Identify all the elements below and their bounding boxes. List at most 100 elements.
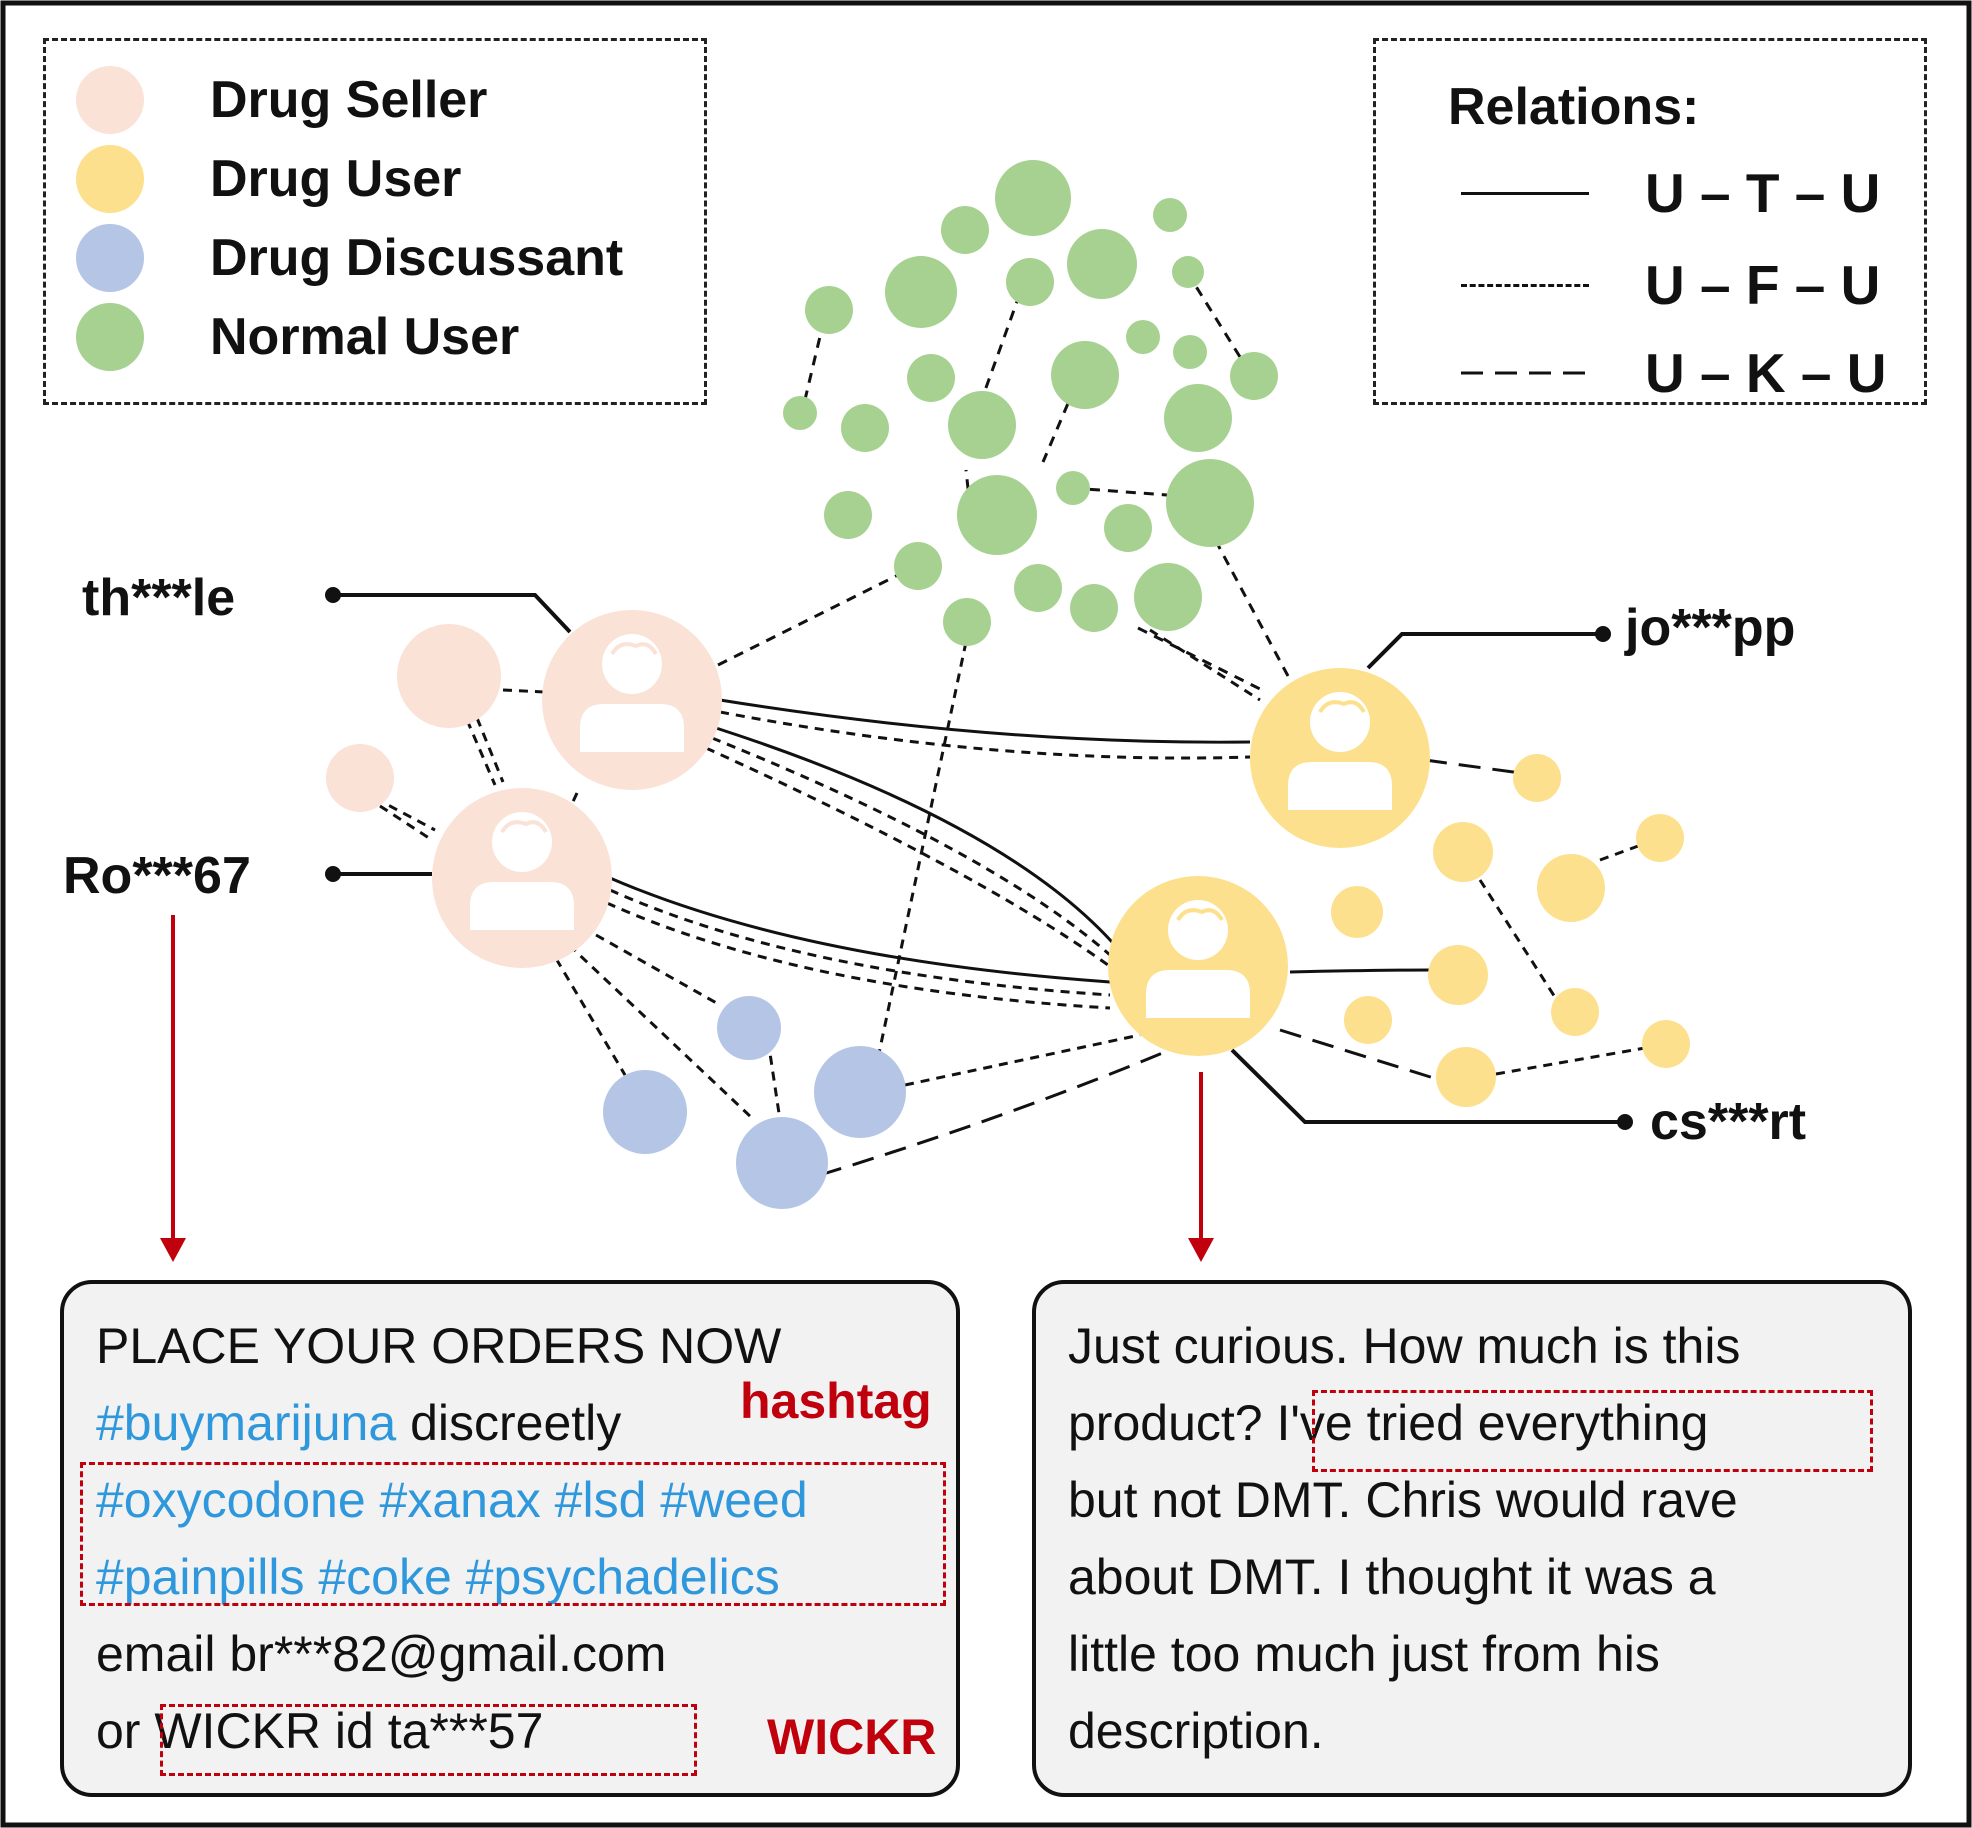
post-text-line: or WICKR id ta***57 bbox=[96, 1703, 543, 1761]
node-discussant bbox=[814, 1046, 906, 1138]
legend-swatch bbox=[76, 224, 144, 292]
edge-normal-user bbox=[1208, 529, 1290, 677]
post-text-line: description. bbox=[1068, 1703, 1324, 1759]
edges bbox=[374, 259, 1663, 1177]
node-normal bbox=[907, 354, 955, 402]
node-seller bbox=[326, 744, 394, 812]
node-discussant bbox=[717, 996, 781, 1060]
node-user bbox=[1433, 822, 1493, 882]
node-normal bbox=[1126, 320, 1160, 354]
big-node-th-le[interactable] bbox=[542, 610, 722, 790]
node-normal bbox=[1067, 229, 1137, 299]
node-normal bbox=[1006, 258, 1054, 306]
node-type-legend: Drug Seller Drug User Drug Discussant No… bbox=[43, 38, 707, 405]
legend-item-discussant: Drug Discussant bbox=[46, 224, 623, 292]
edge-utu bbox=[715, 726, 1114, 944]
legend-label: Drug User bbox=[210, 150, 462, 208]
node-normal bbox=[1051, 341, 1119, 409]
relation-line-solid bbox=[1461, 191, 1589, 195]
big-node-jo-pp[interactable] bbox=[1250, 668, 1430, 848]
hashtag-line: #painpills #coke #psychadelics bbox=[96, 1549, 780, 1605]
leader-cs-rt bbox=[1230, 1048, 1625, 1124]
edge-ufu bbox=[546, 944, 627, 1076]
node-discussant bbox=[736, 1117, 828, 1209]
hashtag-text: #buymarijuna bbox=[96, 1395, 397, 1451]
node-user bbox=[1428, 945, 1488, 1005]
node-normal bbox=[1014, 564, 1062, 612]
node-user bbox=[1331, 886, 1383, 938]
edge-ufu bbox=[766, 1039, 782, 1121]
node-user bbox=[1551, 988, 1599, 1036]
legend-label: Normal User bbox=[210, 308, 520, 366]
leader-jo-pp bbox=[1366, 632, 1603, 670]
edge-ufu bbox=[567, 943, 754, 1120]
relation-ufu: U – F – U bbox=[1461, 253, 1880, 317]
relation-line-long-dash bbox=[1461, 371, 1589, 375]
edge-ufu bbox=[711, 736, 1111, 957]
edge-normal bbox=[1185, 271, 1252, 374]
wickr-id-text: WICKR id ta***57 bbox=[154, 1703, 544, 1759]
label-user-2: cs***rt bbox=[1650, 1093, 1807, 1151]
user-post: Just curious. How much is this product? … bbox=[1032, 1280, 1912, 1797]
post-text: or bbox=[96, 1703, 155, 1759]
post-text-line: #buymarijuna discreetly bbox=[96, 1395, 621, 1453]
edge-normal bbox=[1041, 386, 1077, 463]
edge-ufu bbox=[719, 710, 1251, 760]
edge-ufu bbox=[374, 796, 436, 832]
relations-legend: Relations: U – T – U U – F – U U – K – U bbox=[1373, 38, 1927, 405]
node-normal bbox=[995, 160, 1071, 236]
legend-label: Drug Discussant bbox=[210, 229, 624, 287]
legend-item-normal: Normal User bbox=[46, 303, 519, 371]
node-user bbox=[1344, 996, 1392, 1044]
label-seller-2: Ro***67 bbox=[63, 847, 251, 905]
post-text-line: Just curious. How much is this bbox=[1068, 1318, 1741, 1374]
edge-uku bbox=[819, 1050, 1166, 1177]
node-user bbox=[1642, 1020, 1690, 1068]
relation-utu: U – T – U bbox=[1461, 161, 1880, 225]
edge-ufu bbox=[705, 746, 1109, 967]
edge-utu bbox=[1289, 968, 1433, 974]
relation-uku: U – K – U bbox=[1461, 341, 1886, 405]
label-user-1: jo***pp bbox=[1625, 599, 1796, 657]
edge-ufu bbox=[1478, 879, 1562, 1006]
seller-nodes bbox=[326, 624, 501, 812]
post-text-line: PLACE YOUR ORDERS NOW bbox=[96, 1318, 782, 1374]
leader-dots bbox=[325, 587, 1633, 1130]
edge-uku bbox=[1279, 1028, 1441, 1082]
leader-th-le bbox=[333, 593, 572, 634]
node-user bbox=[1537, 854, 1605, 922]
hashtag-line: #oxycodone #xanax #lsd #weed bbox=[96, 1472, 808, 1528]
seller-post: PLACE YOUR ORDERS NOW #buymarijuna discr… bbox=[60, 1280, 960, 1797]
relation-label: U – F – U bbox=[1645, 254, 1881, 316]
edge-ufu bbox=[1149, 628, 1261, 702]
big-node-ro-67[interactable] bbox=[432, 788, 612, 968]
edge-ufu bbox=[876, 641, 968, 1059]
big-node-cs-rt[interactable] bbox=[1108, 876, 1288, 1056]
edge-ufu bbox=[595, 933, 721, 1007]
edge-normal-user bbox=[1137, 626, 1263, 692]
node-normal bbox=[885, 256, 957, 328]
legend-swatch bbox=[76, 145, 144, 213]
hashtag-annotation: hashtag bbox=[740, 1373, 932, 1429]
legend-swatch bbox=[76, 303, 144, 371]
edge-ufu bbox=[502, 688, 546, 694]
node-normal bbox=[1153, 198, 1187, 232]
phrase-highlight bbox=[1312, 1390, 1873, 1472]
node-normal bbox=[957, 475, 1037, 555]
node-normal bbox=[1134, 563, 1202, 631]
node-normal bbox=[1166, 459, 1254, 547]
relations-title: Relations: bbox=[1448, 78, 1700, 136]
node-normal bbox=[894, 542, 942, 590]
edge-uku bbox=[1424, 758, 1536, 777]
edge-ufu bbox=[465, 719, 497, 786]
wickr-annotation: WICKR bbox=[767, 1709, 937, 1765]
node-discussant bbox=[603, 1070, 687, 1154]
node-normal bbox=[943, 598, 991, 646]
drug-user-nodes bbox=[1331, 754, 1690, 1107]
node-normal bbox=[1172, 256, 1204, 288]
node-normal bbox=[1230, 352, 1278, 400]
relation-label: U – T – U bbox=[1645, 162, 1881, 224]
post-text-line: little too much just from his bbox=[1068, 1626, 1660, 1682]
